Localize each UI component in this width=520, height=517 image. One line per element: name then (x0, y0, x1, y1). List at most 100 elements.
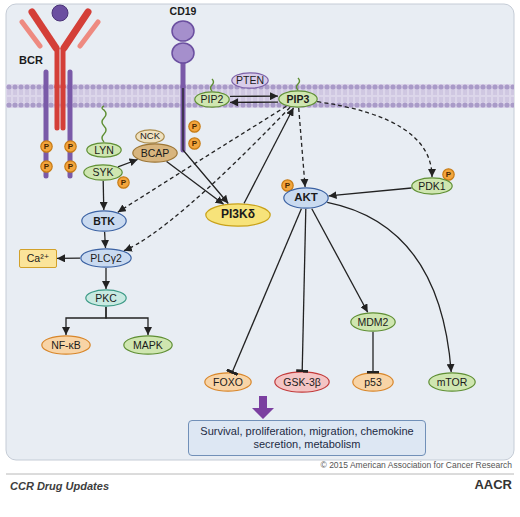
node-label: P (44, 162, 49, 171)
activation-connector (118, 160, 138, 167)
receptor-part (172, 21, 194, 41)
oval-shape (87, 143, 121, 157)
node-label: PIP2 (201, 93, 224, 105)
node-label: CD19 (160, 5, 206, 17)
inhibition-connector (302, 209, 306, 371)
lipid-oval: PIP3 (278, 90, 318, 108)
bcr-stem (61, 86, 66, 128)
receptor-part (181, 62, 186, 88)
copyright-note: © 2015 American Association for Cancer R… (230, 461, 512, 471)
node-label: SYK (92, 166, 113, 178)
phospho-circle: P (64, 160, 77, 173)
kinase-oval: PKC (85, 289, 127, 307)
node-label: P (44, 142, 49, 151)
node-label: P (68, 162, 73, 171)
node-label: P (192, 139, 197, 148)
activation-connector (312, 209, 368, 313)
node-label: Survival, proliferation, migration, chem… (191, 425, 423, 450)
label-holder: FOXO (204, 372, 252, 392)
inhibition-connector (372, 332, 373, 372)
receptor-part (52, 5, 68, 21)
label-holder: p53 (352, 372, 394, 392)
node-label: P (68, 142, 73, 151)
oval-shape (118, 177, 129, 188)
enzyme-oval: PLCγ2 (80, 248, 132, 268)
membrane-band (6, 84, 514, 108)
ion-box: Ca²⁺ (19, 249, 57, 268)
oval-shape (136, 130, 164, 143)
footer-rule (6, 474, 514, 475)
oval-shape (282, 180, 293, 191)
label-holder: P (64, 140, 77, 153)
activation-connector (57, 258, 80, 259)
label-holder: P (117, 176, 130, 189)
oval-shape (65, 141, 76, 152)
lipid-anchor (211, 79, 214, 91)
receptor-part (55, 48, 60, 88)
label-holder: P (188, 137, 201, 150)
label-holder: CD19 (160, 5, 206, 17)
label-holder: P (40, 160, 53, 173)
node-label: LYN (94, 144, 114, 156)
oval-shape (84, 165, 122, 180)
activation-connector (230, 95, 278, 97)
label-holder: PKC (85, 289, 127, 307)
indirect-connector (118, 106, 286, 212)
kinase-oval: LYN (86, 142, 122, 158)
phospho-circle: P (40, 140, 53, 153)
label-holder: LYN (86, 142, 122, 158)
label-holder: P (40, 140, 53, 153)
activation-connector (329, 188, 412, 196)
node-label: BCR (18, 54, 44, 67)
cd19-stem (181, 86, 186, 150)
lipid-bilayer (6, 84, 514, 108)
oval-shape (279, 91, 317, 107)
label-holder: PTEN (231, 72, 269, 89)
oval-shape (41, 161, 52, 172)
label-holder: NCK (135, 129, 165, 144)
oval-shape (133, 144, 177, 162)
receptor-bcr: BCR (18, 4, 102, 88)
outcome-box: Survival, proliferation, migration, chem… (188, 420, 426, 456)
receptor-part (172, 43, 194, 63)
lipid-anchor (297, 78, 300, 90)
protein-oval: MDM2 (350, 312, 396, 332)
node-label: NCK (140, 131, 160, 142)
label-holder: BCAP (132, 143, 178, 163)
receptor-shape (18, 4, 102, 88)
receptor-part (61, 48, 66, 88)
indirect-connector (124, 107, 290, 250)
label-holder: NF-κB (41, 335, 91, 355)
label-holder: mTOR (428, 372, 476, 392)
oval-shape (353, 373, 393, 391)
node-label: BTK (93, 215, 115, 227)
label-holder: Survival, proliferation, migration, chem… (189, 421, 425, 455)
phospho-circle: P (64, 140, 77, 153)
node-label: mTOR (437, 376, 468, 388)
bcr-stem (55, 86, 60, 128)
transcription-factor-oval: FOXO (204, 372, 252, 392)
oval-shape (232, 73, 268, 88)
activation-connector (230, 101, 278, 103)
node-label: PDK1 (418, 180, 445, 192)
phospho-circle: P (188, 137, 201, 150)
kinase-oval: MAPK (123, 335, 173, 355)
oval-shape (82, 211, 126, 231)
kinase-oval: GSK-3β (274, 371, 330, 393)
node-label: GSK-3β (283, 376, 321, 388)
node-label: Ca²⁺ (27, 252, 49, 264)
oval-shape (81, 249, 131, 267)
label-holder: PDK1 (411, 177, 453, 195)
kinase-oval: PDK1 (411, 177, 453, 195)
label-holder: MAPK (123, 335, 173, 355)
background-panel (6, 4, 514, 460)
kinase-oval: PI3Kδ (205, 203, 271, 227)
activation-connector (167, 162, 224, 205)
outcome-arrow (252, 396, 274, 419)
label-holder: BCR (18, 54, 44, 67)
protein-oval: p53 (352, 372, 394, 392)
publisher-logo: AACR (462, 478, 512, 493)
kinase-oval: AKT (283, 187, 329, 209)
receptor-part (64, 12, 88, 48)
